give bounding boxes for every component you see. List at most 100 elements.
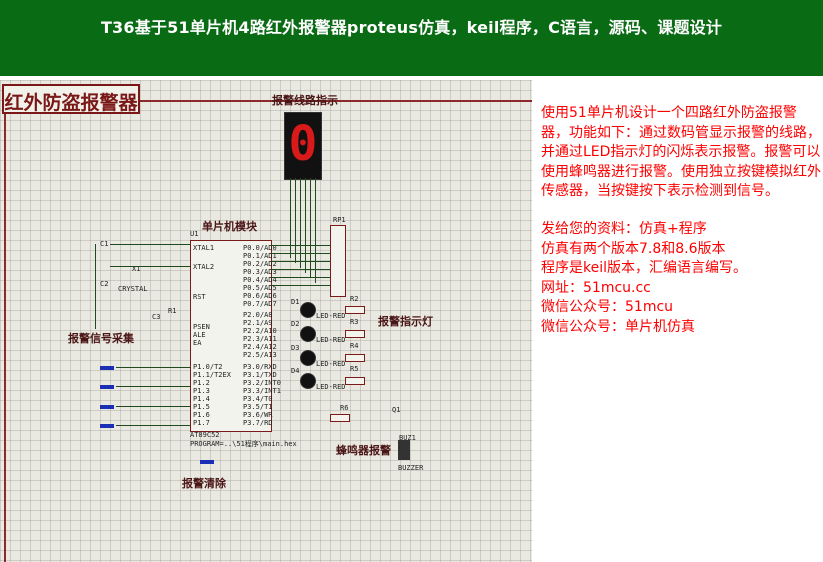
alarm-lights-label: 报警指示灯 xyxy=(378,315,433,328)
info-line: 发给您的资料：仿真+程序 xyxy=(541,220,707,237)
wire xyxy=(310,178,311,278)
led-part-label: LED-RED xyxy=(316,360,346,368)
pin-label: P1.6 xyxy=(193,411,210,419)
schematic-canvas: 红外防盗报警器 报警线路指示 0 单片机模块 U1 XTAL1 XTAL2 RS… xyxy=(0,80,532,562)
wire xyxy=(270,245,330,246)
crystal-label: CRYSTAL xyxy=(118,285,148,293)
pin-label: P0.2/AD2 xyxy=(243,260,277,268)
mcu-module-label: 单片机模块 xyxy=(202,220,257,233)
led-part-label: LED-RED xyxy=(316,336,346,344)
resistor xyxy=(330,414,350,422)
buzzer-part-label: BUZZER xyxy=(398,464,424,472)
wire xyxy=(300,178,301,268)
pin-label: ALE xyxy=(193,331,206,339)
buzzer-icon xyxy=(398,440,410,460)
wire xyxy=(270,285,330,286)
pin-label: P1.5 xyxy=(193,403,210,411)
page-title: T36基于51单片机4路红外报警器proteus仿真，keil程序，C语言，源码… xyxy=(100,18,723,37)
wire xyxy=(270,277,330,278)
alarm-clear-label: 报警清除 xyxy=(182,477,226,490)
wechat-line: 微信公众号：单片机仿真 xyxy=(541,318,695,335)
wire xyxy=(110,266,190,267)
resistor xyxy=(345,377,365,385)
chip-program-label: PROGRAM=..\51程序\main.hex xyxy=(190,440,297,448)
sensor-button-4[interactable] xyxy=(100,424,114,428)
led-part-label: LED-RED xyxy=(316,312,346,320)
led-d4 xyxy=(300,373,316,389)
sensor-button-3[interactable] xyxy=(100,405,114,409)
wire xyxy=(95,244,96,329)
signal-input-label: 报警信号采集 xyxy=(68,332,134,345)
pin-label: P0.1/AD1 xyxy=(243,252,277,260)
d1-label: D1 xyxy=(291,298,300,306)
sensor-button-2[interactable] xyxy=(100,385,114,389)
pin-label: P2.2/A10 xyxy=(243,327,277,335)
pin-label: P3.3/INT1 xyxy=(243,387,281,395)
frame-border-left xyxy=(4,114,6,562)
pin-label: P0.4/AD4 xyxy=(243,276,277,284)
led-d1 xyxy=(300,302,316,318)
pin-label: P3.1/TXD xyxy=(243,371,277,379)
pin-label: P1.2 xyxy=(193,379,210,387)
pin-label: P0.3/AD3 xyxy=(243,268,277,276)
x1-label: X1 xyxy=(132,265,141,273)
info-line: 程序是keil版本，汇编语言编写。 xyxy=(541,260,748,277)
display-label: 报警线路指示 xyxy=(272,94,338,107)
pin-label: P2.3/A11 xyxy=(243,335,277,343)
description-paragraph: 使用51单片机设计一个四路红外防盗报警器，功能如下：通过数码管显示报警的线路，并… xyxy=(541,105,821,200)
wire xyxy=(295,178,296,263)
wire xyxy=(305,178,306,273)
wire xyxy=(270,253,330,254)
description-panel: 使用51单片机设计一个四路红外防盗报警器，功能如下：通过数码管显示报警的线路，并… xyxy=(541,104,821,338)
pin-label: P3.6/WR xyxy=(243,411,273,419)
q1-label: Q1 xyxy=(392,406,401,414)
wechat-line: 微信公众号：51mcu xyxy=(541,299,674,316)
resistor xyxy=(345,354,365,362)
clear-alarm-button[interactable] xyxy=(200,460,214,464)
wire xyxy=(315,178,316,283)
project-title-box: 红外防盗报警器 xyxy=(2,84,140,114)
c3-label: C3 xyxy=(152,313,161,321)
sensor-button-1[interactable] xyxy=(100,366,114,370)
pin-label: XTAL1 xyxy=(193,244,215,252)
pin-label: P0.6/AD6 xyxy=(243,292,277,300)
pin-label: P1.0/T2 xyxy=(193,363,223,371)
r5-label: R5 xyxy=(350,365,359,373)
r4-label: R4 xyxy=(350,342,359,350)
pin-label: P2.5/A13 xyxy=(243,351,277,359)
wire xyxy=(116,367,190,368)
seven-segment-display: 0 xyxy=(284,112,322,180)
pin-label: P1.3 xyxy=(193,387,210,395)
pin-label: EA xyxy=(193,339,202,347)
wire xyxy=(116,425,190,426)
led-d2 xyxy=(300,326,316,342)
d4-label: D4 xyxy=(291,367,300,375)
buz1-label: BUZ1 xyxy=(399,434,416,442)
seven-segment-digit: 0 xyxy=(288,116,318,172)
wire xyxy=(116,386,190,387)
pin-label: P3.5/T1 xyxy=(243,403,273,411)
resistor xyxy=(345,330,365,338)
c2-label: C2 xyxy=(100,280,109,288)
pin-label: P2.0/A8 xyxy=(243,311,273,319)
mcu-chip: XTAL1 XTAL2 RST PSEN ALE EA P1.0/T2 P1.1… xyxy=(190,240,281,432)
r3-label: R3 xyxy=(350,318,359,326)
pin-label: P0.0/AD0 xyxy=(243,244,277,252)
d2-label: D2 xyxy=(291,320,300,328)
header-divider xyxy=(0,76,823,79)
pin-label: P3.2/INT0 xyxy=(243,379,281,387)
info-line: 仿真有两个版本7.8和8.6版本 xyxy=(541,240,726,257)
led-d3 xyxy=(300,350,316,366)
pin-label: P1.1/T2EX xyxy=(193,371,231,379)
pin-label: RST xyxy=(193,293,206,301)
pin-label: P3.0/RXD xyxy=(243,363,277,371)
pin-label: P1.4 xyxy=(193,395,210,403)
wire xyxy=(116,406,190,407)
u1-label: U1 xyxy=(190,230,199,238)
chip-model-label: AT89C52 xyxy=(190,431,220,439)
rp1-label: RP1 xyxy=(333,216,346,224)
d3-label: D3 xyxy=(291,344,300,352)
header-banner: T36基于51单片机4路红外报警器proteus仿真，keil程序，C语言，源码… xyxy=(0,0,823,76)
led-part-label: LED-RED xyxy=(316,383,346,391)
r2-label: R2 xyxy=(350,295,359,303)
